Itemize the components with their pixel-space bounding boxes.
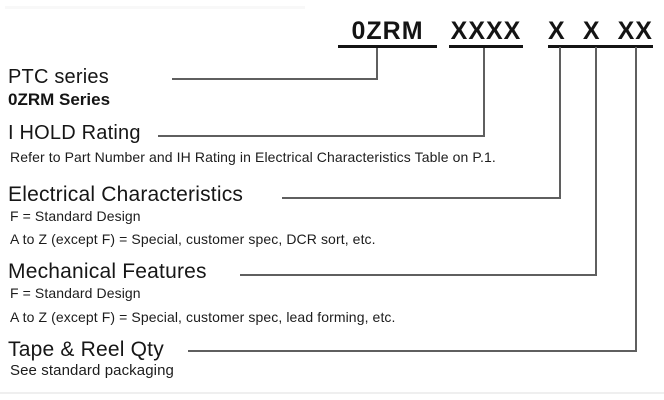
connector-horizontal-ih bbox=[158, 135, 485, 137]
connector-horizontal-ptc bbox=[172, 78, 378, 80]
section-line-elec-special: A to Z (except F) = Special, customer sp… bbox=[10, 231, 376, 247]
top-scan-line bbox=[5, 6, 305, 9]
connector-horizontal-elec bbox=[282, 197, 561, 199]
connector-vertical-mech bbox=[595, 47, 597, 276]
section-title-electrical-characteristics: Electrical Characteristics bbox=[8, 183, 244, 206]
connector-horizontal-tape bbox=[188, 350, 637, 352]
section-line-ihold-note: Refer to Part Number and IH Rating in El… bbox=[10, 149, 496, 165]
part-number-elec-code: X bbox=[548, 17, 566, 45]
connector-vertical-ih bbox=[483, 48, 485, 137]
bottom-scan-line bbox=[0, 392, 664, 394]
section-line-mech-special: A to Z (except F) = Special, customer sp… bbox=[10, 309, 396, 325]
section-title-tape-reel-qty: Tape & Reel Qty bbox=[8, 338, 164, 361]
section-title-mechanical-features: Mechanical Features bbox=[8, 260, 207, 283]
connector-vertical-elec bbox=[559, 47, 561, 199]
part-number-mech-code: X bbox=[582, 17, 601, 45]
section-line-ptc-series: 0ZRM Series bbox=[8, 90, 111, 109]
section-line-mech-standard: F = Standard Design bbox=[10, 285, 141, 301]
section-line-elec-standard: F = Standard Design bbox=[10, 208, 141, 224]
part-number-prefix: 0ZRM bbox=[338, 17, 437, 48]
part-number-suffix-group: X X XX bbox=[548, 17, 653, 48]
connector-horizontal-mech bbox=[240, 274, 597, 276]
section-title-ihold-rating: I HOLD Rating bbox=[8, 122, 141, 144]
section-title-ptc-series: PTC series bbox=[8, 66, 109, 88]
part-number-ih-code: XXXX bbox=[449, 17, 523, 48]
connector-vertical-prefix bbox=[376, 48, 378, 80]
section-line-tape-packaging: See standard packaging bbox=[10, 362, 174, 379]
connector-vertical-tape bbox=[635, 47, 637, 352]
part-number-tape-code: XX bbox=[617, 17, 653, 45]
